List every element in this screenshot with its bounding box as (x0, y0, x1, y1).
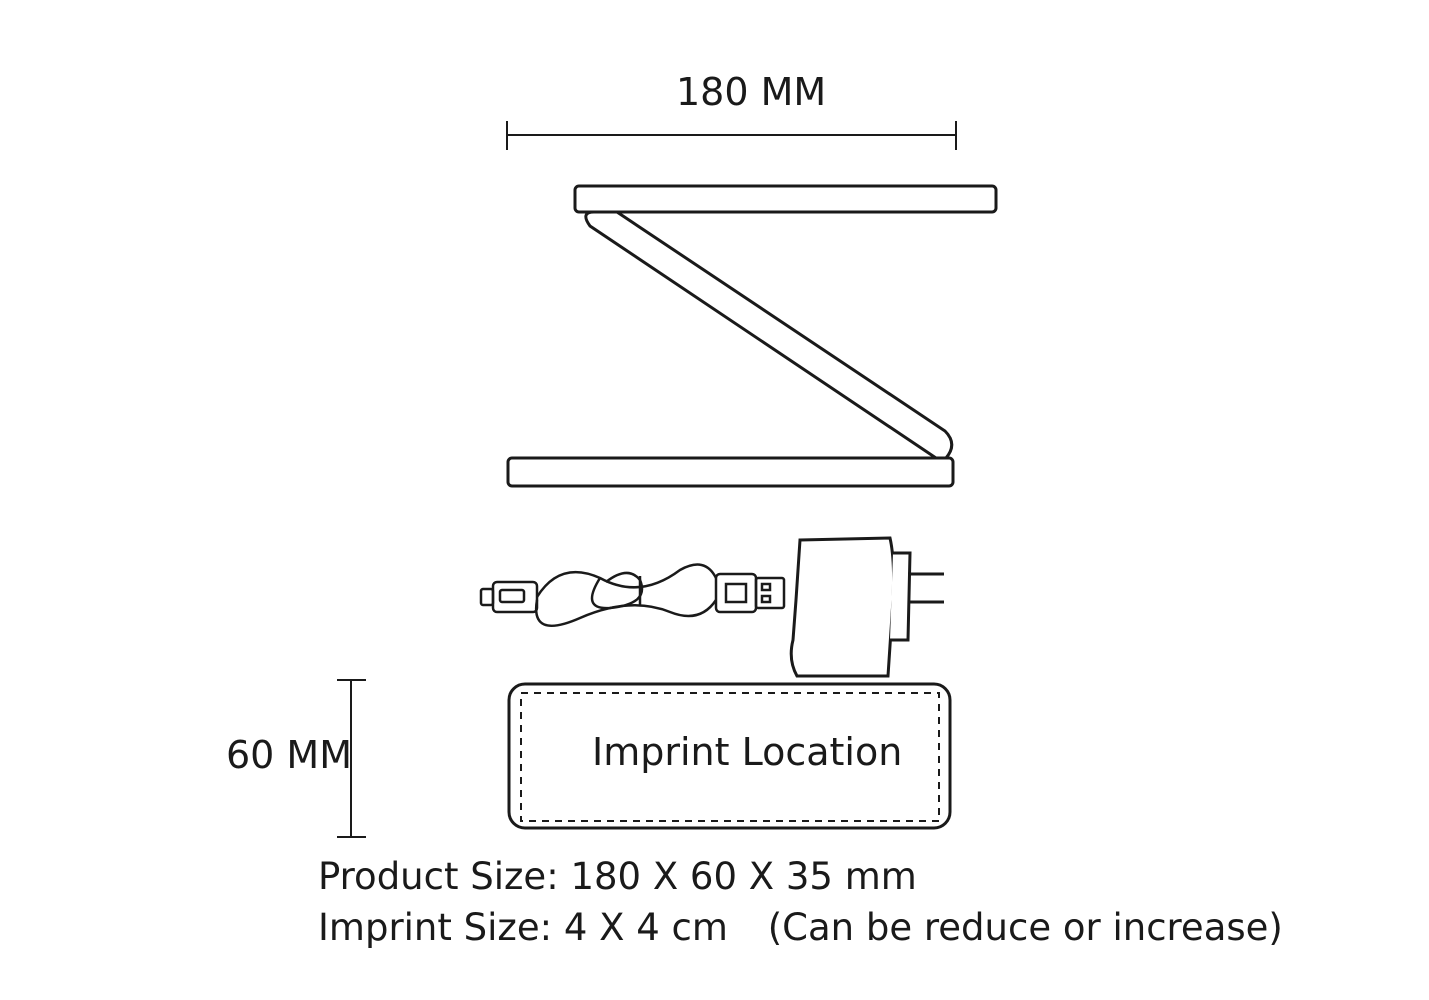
imprint-box (507, 682, 952, 830)
wall-adapter-icon (789, 536, 944, 678)
usb-cable-icon (479, 563, 786, 628)
imprint-size-key: Imprint Size: (318, 906, 553, 949)
product-size-key: Product Size: (318, 855, 559, 898)
folding-stand-icon (506, 184, 998, 488)
imprint-size-value: 4 X 4 cm (563, 906, 728, 949)
product-size-value: 180 X 60 X 35 mm (570, 855, 917, 898)
width-dimension-line (506, 121, 957, 150)
height-dimension-line (337, 679, 366, 838)
height-dimension-label: 60 MM (226, 733, 353, 777)
imprint-location-label: Imprint Location (592, 730, 903, 774)
imprint-size-line: Imprint Size: 4 X 4 cm (Can be reduce or… (318, 906, 1283, 949)
imprint-size-note: (Can be reduce or increase) (767, 906, 1283, 949)
width-dimension-label: 180 MM (676, 70, 827, 114)
product-size-line: Product Size: 180 X 60 X 35 mm (318, 855, 917, 898)
